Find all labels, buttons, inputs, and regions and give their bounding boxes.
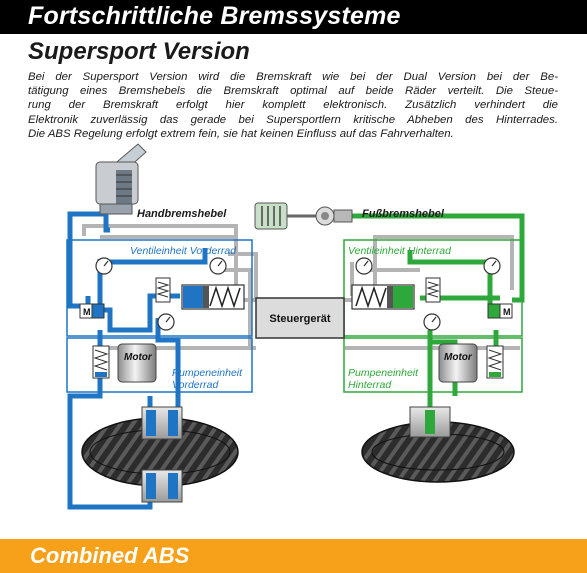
motor-rear-label: Motor — [444, 352, 473, 363]
foot-brake-pedal-icon — [254, 202, 353, 230]
section-title: Supersport Version — [28, 38, 250, 65]
footer-bar: Combined ABS — [0, 539, 587, 573]
valve-unit-front — [66, 239, 253, 337]
spring-valve-icon — [425, 277, 441, 303]
brake-caliper-icon — [141, 406, 183, 503]
paragraph-line: Bei der Supersport Version wird die Brem… — [28, 71, 558, 83]
pressure-gauge-icon — [355, 257, 373, 275]
spring-valve-icon — [487, 303, 513, 319]
description-paragraph: Bei der Supersport Version wird die Brem… — [28, 70, 558, 141]
pump-rear-label-2: Hinterrad — [348, 379, 392, 391]
paragraph-line: Elektronik zuverlässig das gerade bei Su… — [28, 113, 558, 126]
motor-front-label: Motor — [124, 352, 153, 363]
motor-icon — [438, 343, 478, 383]
spring-valve-icon — [155, 277, 171, 303]
motor-icon — [117, 343, 157, 383]
spring-valve-icon — [92, 345, 110, 379]
foot-lever-label: Fußbremshebel — [362, 208, 445, 220]
header-bar: Fortschrittliche Bremssysteme — [0, 0, 587, 34]
pump-front-label-1: Pumpeneinheit — [172, 367, 243, 379]
spring-valve-icon — [181, 284, 245, 310]
spring-valve-icon — [79, 303, 105, 319]
hand-brake-lever-icon — [95, 143, 147, 215]
pressure-gauge-icon — [157, 313, 175, 331]
valve-front-label: Ventileinheit Vorderrad — [130, 245, 237, 257]
paragraph-line: Die ABS Regelung erfolgt extrem fein, si… — [28, 127, 454, 140]
valve-unit-rear — [343, 239, 523, 337]
page-title: Fortschrittliche Bremssysteme — [28, 2, 401, 30]
pump-unit-front — [66, 337, 253, 393]
valve-m-front-label: M — [83, 307, 91, 317]
hand-lever-label: Handbremshebel — [137, 208, 227, 220]
pump-rear-label-1: Pumpeneinheit — [348, 367, 419, 379]
pump-front-label-2: Vorderrad — [172, 379, 219, 391]
pressure-gauge-icon — [209, 257, 227, 275]
valve-m-rear-label: M — [503, 307, 511, 317]
pressure-gauge-icon — [423, 313, 441, 331]
controller-box — [255, 297, 345, 339]
controller-label: Steuergerät — [269, 313, 330, 325]
spring-valve-icon — [486, 345, 504, 379]
valve-rear-label: Ventileinheit Hinterrad — [348, 245, 452, 257]
spring-valve-icon — [351, 284, 415, 310]
pressure-gauge-icon — [483, 257, 501, 275]
paragraph-line: tätigung eines Bremshebels die Bremskraf… — [28, 85, 558, 98]
brake-caliper-icon — [409, 406, 451, 438]
pump-unit-rear — [343, 337, 523, 393]
footer-title: Combined ABS — [30, 543, 190, 568]
paragraph-line: rung der Bremskraft erfolgt hier komplet… — [28, 99, 558, 112]
pressure-gauge-icon — [95, 257, 113, 275]
